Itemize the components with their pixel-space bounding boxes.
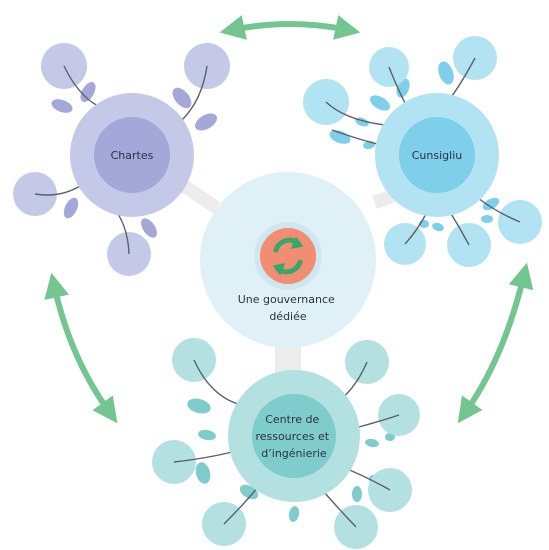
chartes-stems [34,65,208,255]
chartes-label: Chartes [111,149,154,162]
hub-label: Une gouvernance dédiée [238,293,339,323]
central-hub: Une gouvernance dédiée [200,172,376,348]
arrow-top [219,15,361,40]
cunsigliu-label: Cunsigliu [412,149,462,162]
chartes-leaves [51,82,217,238]
hub-icon-bg [260,228,316,284]
cunsigliu-inner [399,117,475,193]
chartes-cluster: Chartes [13,43,230,276]
centre-inner [252,394,336,478]
recycle-arrows-icon [272,236,304,276]
connector-chartes [175,176,220,214]
cunsigliu-cluster: Cunsigliu [303,36,542,267]
centre-label: Centre de ressources et d’ingénierie [255,413,332,460]
arrows [44,15,534,424]
chartes-inner [94,117,170,193]
arrow-right [457,262,534,424]
connector-centre [275,345,301,375]
arrow-left [44,272,118,424]
centre-cluster: Centre de ressources et d’ingénierie [152,338,420,549]
